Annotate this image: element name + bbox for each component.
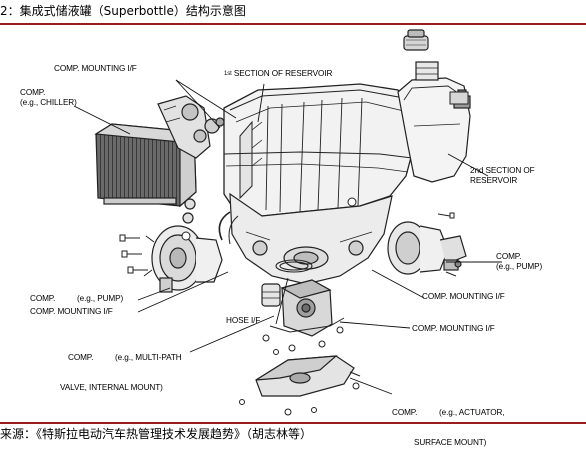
bolts-left (119, 234, 148, 274)
label-comp-mounting-if-left: COMP. MOUNTING I/F (30, 307, 113, 316)
label-comp-multipath: COMP. (e.g., MULTI-PATH VALVE, INTERNAL … (60, 333, 182, 413)
label-comp-actuator-line1: COMP. (e.g., ACTUATOR, (392, 408, 505, 417)
figure-source: 来源：《特斯拉电动汽车热管理技术发展趋势》（胡志林等） (0, 427, 313, 441)
actuator (255, 355, 361, 397)
label-comp-chiller: COMP. (e.g., CHILLER) (20, 88, 77, 108)
valve-screws (262, 326, 344, 355)
reservoir-first-section (223, 83, 415, 217)
label-hose-if: HOSE I/F (226, 316, 261, 325)
label-first-section: 1st SECTION OF RESERVOIR (224, 69, 332, 79)
label-comp-pump-right-line2: (e.g., PUMP) (496, 262, 543, 271)
label-second-section: 2nd SECTION OF RESERVOIR (470, 166, 535, 186)
hose-interface (275, 259, 313, 273)
superbottle-diagram: COMP. MOUNTING I/F COMP. (e.g., CHILLER)… (0, 26, 586, 447)
label-second-section-line2: RESERVOIR (470, 176, 518, 185)
reservoir-underside (218, 192, 393, 285)
label-comp-chiller-line2: (e.g., CHILLER) (20, 98, 77, 107)
label-comp-mounting-if-mid-right: COMP. MOUNTING I/F (422, 292, 505, 301)
label-comp-pump-right: COMP. (e.g., PUMP) (496, 252, 542, 272)
label-first-section-sup: 1st (224, 71, 232, 77)
label-comp-multipath-line1: COMP. (e.g., MULTI-PATH (68, 353, 182, 362)
label-comp-pump-left: COMP. (e.g., PUMP) (30, 294, 124, 303)
superbottle-drawing (73, 29, 502, 416)
label-first-section-text: SECTION OF RESERVOIR (231, 69, 333, 78)
figure-title: 2：集成式储液罐（Superbottle）结构示意图 (0, 4, 246, 18)
multi-path-valve (261, 279, 345, 337)
leader-lines (73, 79, 502, 395)
actuator-screws (239, 382, 360, 416)
label-comp-actuator: COMP. (e.g., ACTUATOR, SURFACE MOUNT) (392, 388, 505, 468)
label-comp-mounting-if-top: COMP. MOUNTING I/F (54, 64, 137, 73)
pump-left (143, 225, 223, 293)
label-comp-multipath-line2: VALVE, INTERNAL MOUNT) (60, 383, 163, 392)
bolts-right (437, 212, 457, 277)
pump-right (387, 221, 467, 275)
misc-fittings (181, 91, 469, 241)
label-comp-pump-right-line1: COMP. (496, 252, 522, 261)
label-second-section-line1: 2nd SECTION OF (470, 166, 535, 175)
chiller (94, 95, 225, 224)
label-comp-actuator-line2: SURFACE MOUNT) (414, 438, 487, 447)
bottom-rule (0, 422, 586, 424)
label-comp-mounting-if-low-right: COMP. MOUNTING I/F (412, 324, 495, 333)
top-rule (0, 23, 586, 25)
label-comp-chiller-line1: COMP. (20, 88, 46, 97)
